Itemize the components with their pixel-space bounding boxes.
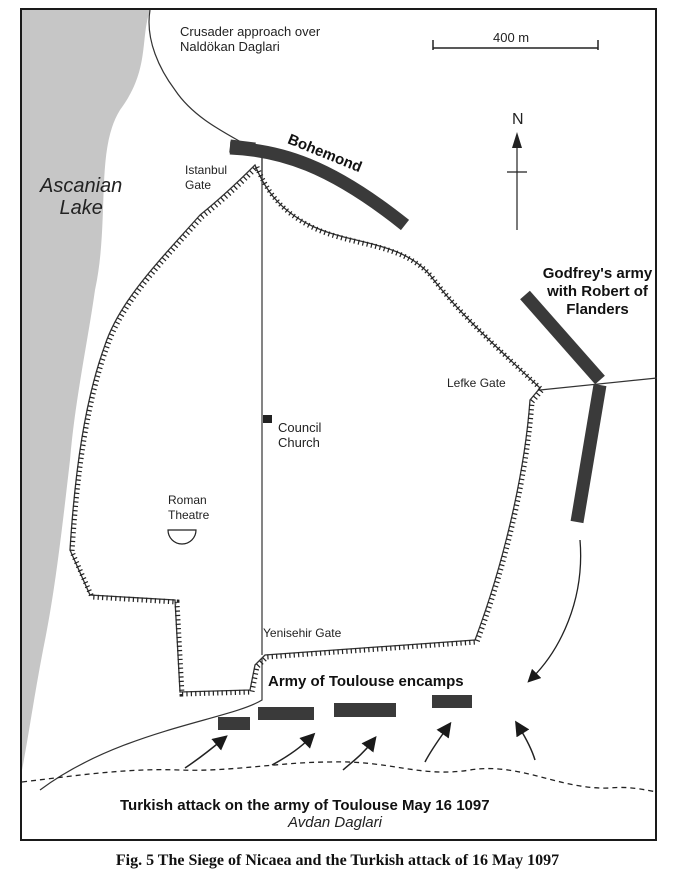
toulouse-camp-4 (432, 695, 472, 708)
figure-caption: Fig. 5 The Siege of Nicaea and the Turki… (115, 852, 560, 869)
lake-label: Ascanian Lake (40, 175, 123, 219)
shore-road (39, 150, 263, 791)
lefke-gate-label: Lefke Gate (447, 376, 506, 390)
crusader-approach-label: Crusader approach over Naldökan Daglari (180, 24, 321, 54)
bohemond-army-west (229, 139, 256, 156)
scale-label: 400 m (493, 30, 530, 45)
north-label: N (512, 111, 524, 128)
council-church-label: Council Church (278, 420, 322, 450)
istanbul-gate-label: Istanbul Gate (185, 163, 228, 192)
toulouse-camp-1 (218, 717, 250, 730)
scale-bar (432, 40, 599, 50)
godfrey-label: Godfrey's army with Robert of Flanders (542, 265, 653, 318)
turkish-attack-label: Turkish attack on the army of Toulouse M… (120, 797, 490, 814)
council-church-marker (263, 415, 272, 423)
city-wall (69, 163, 541, 693)
avdan-ridge (21, 761, 658, 793)
roman-theatre-label: Roman Theatre (168, 493, 210, 522)
godfrey-move-arrow (527, 539, 582, 683)
toulouse-camp-label: Army of Toulouse encamps (268, 673, 464, 690)
godfrey-army-south (570, 383, 607, 524)
avdan-label: Avdan Daglari (288, 814, 382, 831)
godfrey-army-north (520, 290, 605, 385)
roman-theatre-marker (167, 529, 197, 545)
north-arrow (507, 132, 527, 230)
turkish-attack-arrows (184, 720, 536, 771)
toulouse-camp-3 (334, 703, 396, 717)
north-road (148, 9, 256, 151)
yenisehir-gate-label: Yenisehir Gate (263, 626, 342, 640)
ascanian-lake (22, 10, 150, 770)
toulouse-camp-2 (258, 707, 314, 720)
